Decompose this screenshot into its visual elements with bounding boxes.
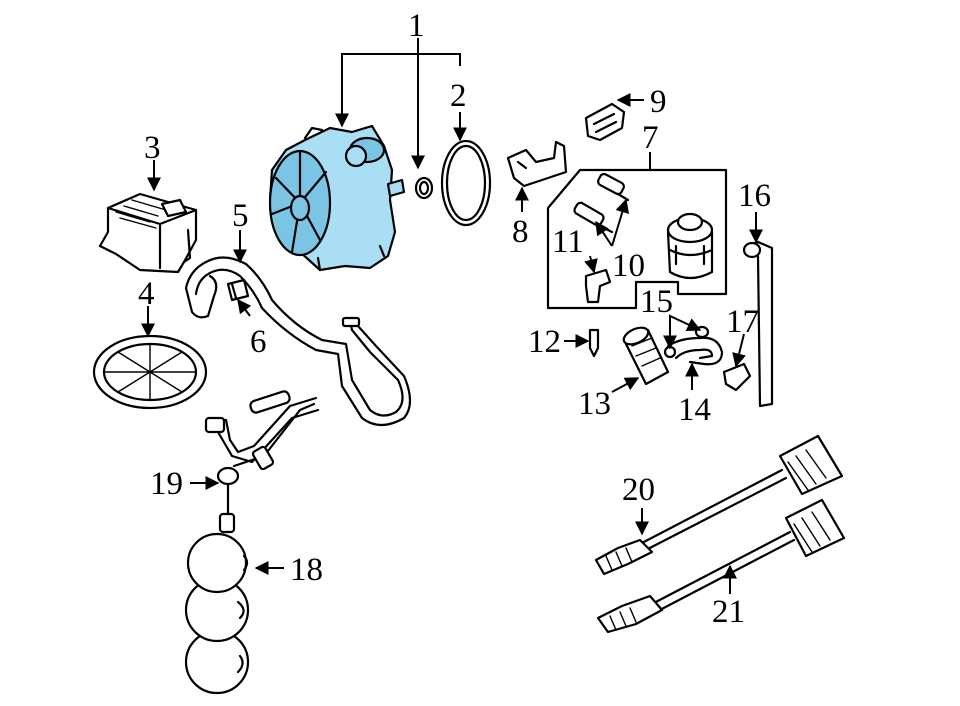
callout-10: 10 bbox=[612, 248, 645, 284]
callout-1: 1 bbox=[408, 8, 425, 44]
part-7-solenoid-valve[interactable] bbox=[666, 212, 714, 280]
callout-12: 12 bbox=[528, 324, 561, 360]
part-19-fitting-assembly[interactable] bbox=[204, 390, 320, 534]
leader-lines bbox=[141, 38, 763, 594]
callout-11: 11 bbox=[552, 224, 584, 260]
part-20-oxygen-sensor[interactable] bbox=[594, 434, 844, 576]
part-18-vacuum-reservoir[interactable] bbox=[184, 532, 250, 695]
part-21-oxygen-sensor[interactable] bbox=[596, 498, 846, 634]
callout-15: 15 bbox=[640, 284, 673, 320]
pump-feet bbox=[303, 126, 386, 272]
pump-hub bbox=[289, 194, 311, 222]
part-11-elbow-connector[interactable] bbox=[584, 268, 612, 304]
part-9-bracket[interactable] bbox=[584, 102, 626, 142]
callout-3: 3 bbox=[144, 130, 161, 166]
callout-6: 6 bbox=[250, 324, 267, 360]
callout-7: 7 bbox=[642, 120, 659, 156]
callout-labels: 1 2 3 4 5 6 7 8 9 10 11 12 13 14 15 16 1… bbox=[138, 8, 771, 630]
part-2-pump-seal[interactable] bbox=[440, 139, 492, 227]
callout-16: 16 bbox=[738, 178, 771, 214]
part-12-connector[interactable] bbox=[588, 328, 600, 358]
part-4-filter-element[interactable] bbox=[92, 334, 208, 410]
part-13-filter-canister[interactable] bbox=[621, 324, 677, 386]
part-5-vacuum-hose[interactable] bbox=[184, 256, 412, 427]
part-7-valve-kit-frame[interactable] bbox=[546, 168, 728, 310]
part-10-check-valve-upper[interactable] bbox=[597, 172, 630, 202]
callout-21: 21 bbox=[712, 594, 745, 630]
part-8-bracket[interactable] bbox=[506, 140, 568, 188]
callout-19: 19 bbox=[150, 466, 183, 502]
callout-5: 5 bbox=[232, 198, 249, 234]
pump-outlet-lower bbox=[344, 144, 368, 168]
callout-18: 18 bbox=[290, 552, 323, 588]
part-1-vacuum-pump[interactable] bbox=[268, 124, 406, 272]
part-15-formed-hose[interactable] bbox=[666, 325, 724, 366]
callout-2: 2 bbox=[450, 78, 467, 114]
callout-4: 4 bbox=[138, 276, 155, 312]
callout-13: 13 bbox=[578, 386, 611, 422]
part-17-cap[interactable] bbox=[722, 362, 752, 392]
callout-9: 9 bbox=[650, 84, 667, 120]
callout-17: 17 bbox=[726, 304, 759, 340]
part-6-hose-clip[interactable] bbox=[226, 278, 250, 302]
pump-fitting bbox=[386, 178, 406, 198]
callout-14: 14 bbox=[678, 392, 711, 428]
callout-20: 20 bbox=[622, 472, 655, 508]
part-3-filter-housing[interactable] bbox=[98, 192, 198, 274]
pump-spokes bbox=[270, 150, 328, 254]
callout-8: 8 bbox=[512, 214, 529, 250]
part-1-small-o-ring[interactable] bbox=[414, 176, 434, 200]
